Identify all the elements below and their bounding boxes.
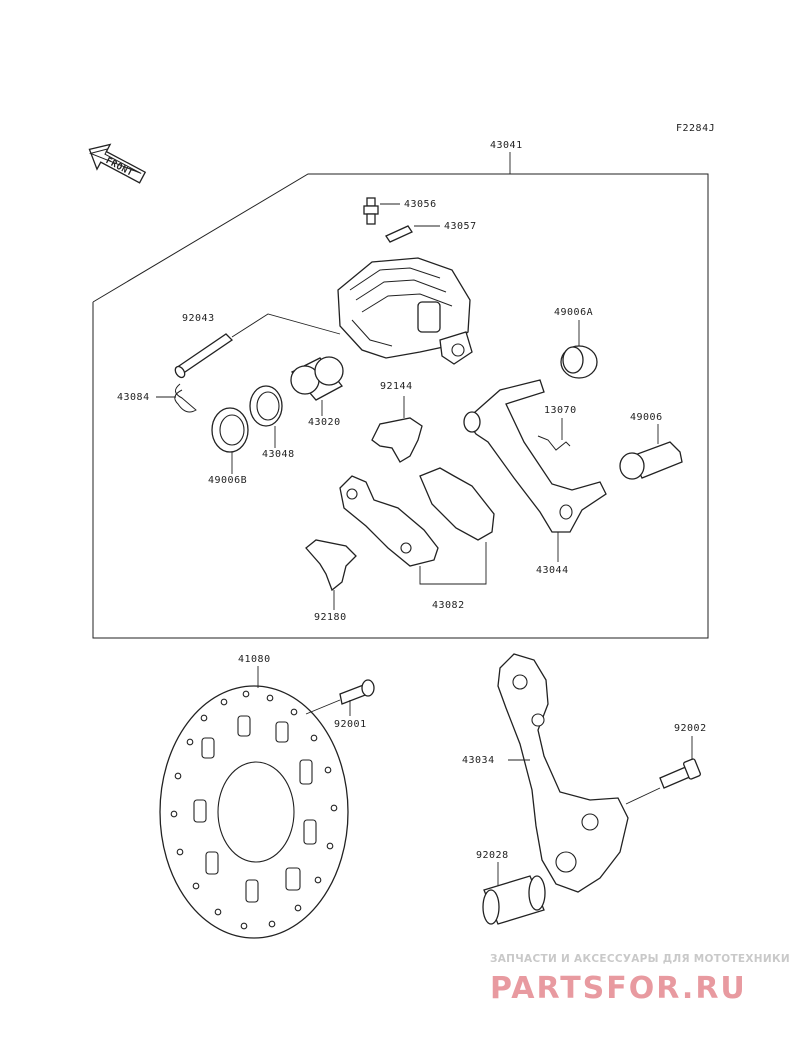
retaining-clip — [156, 383, 197, 413]
watermark-tagline: ЗАПЧАСТИ И АКСЕССУАРЫ ДЛЯ МОТОТЕХНИКИ — [490, 953, 790, 965]
spring-clip — [537, 418, 571, 451]
label-92002: 92002 — [674, 723, 707, 734]
brake-pads — [339, 467, 495, 585]
label-49006: 49006 — [630, 412, 663, 423]
label-92043: 92043 — [182, 313, 215, 324]
caliper-assembly-frame — [92, 152, 709, 639]
caliper-holder — [463, 379, 607, 562]
pad-spring — [371, 396, 423, 463]
label-43056: 43056 — [404, 199, 437, 210]
ref-code: F2284J — [676, 123, 715, 134]
bleeder-screw — [363, 197, 400, 225]
label-49006B: 49006B — [208, 475, 247, 486]
label-43044: 43044 — [536, 565, 569, 576]
pin-boot-a — [560, 320, 598, 379]
pin-boot — [619, 424, 683, 480]
brake-disc — [159, 666, 349, 939]
caliper-body — [337, 257, 473, 365]
caliper-bracket — [497, 653, 629, 893]
dust-seal — [211, 407, 249, 474]
label-43020: 43020 — [308, 417, 341, 428]
label-43048: 43048 — [262, 449, 295, 460]
disc-bolt — [305, 679, 375, 716]
watermark-logo: PARTSFOR.RU — [490, 971, 747, 1006]
front-arrow-icon: FRONT — [88, 143, 147, 184]
label-43041: 43041 — [490, 140, 523, 151]
label-92180: 92180 — [314, 612, 347, 623]
label-43034: 43034 — [462, 755, 495, 766]
label-43082: 43082 — [432, 600, 465, 611]
label-92028: 92028 — [476, 850, 509, 861]
slide-pin — [174, 313, 341, 379]
label-43057: 43057 — [444, 221, 477, 232]
collar — [482, 862, 546, 925]
pad-shim — [305, 539, 357, 610]
label-49006A: 49006A — [554, 307, 593, 318]
label-92144: 92144 — [380, 381, 413, 392]
label-13070: 13070 — [544, 405, 577, 416]
piston-seal — [249, 385, 283, 448]
piston — [290, 356, 344, 416]
bleeder-cap — [385, 225, 440, 243]
label-43084: 43084 — [117, 392, 150, 403]
label-41080: 41080 — [238, 654, 271, 665]
label-92001: 92001 — [334, 719, 367, 730]
bracket-bolt — [625, 736, 701, 805]
